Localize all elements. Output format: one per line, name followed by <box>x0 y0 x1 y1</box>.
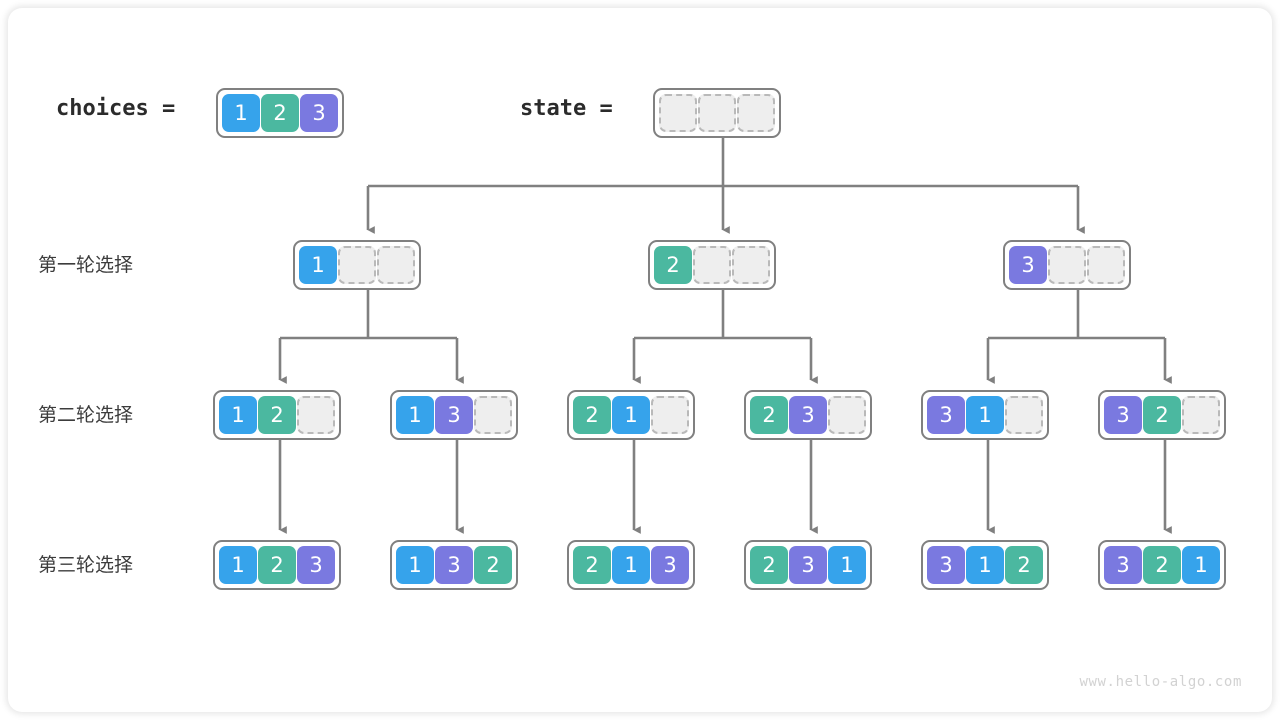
level1-node0-cell-0: 1 <box>299 246 337 284</box>
level3-node4-cell-1: 1 <box>966 546 1004 584</box>
level3-node2-cell-1: 1 <box>612 546 650 584</box>
level3-node4-cell-2: 2 <box>1005 546 1043 584</box>
level1-node1-cell-empty-2 <box>732 246 770 284</box>
level3-node0-cell-2: 3 <box>297 546 335 584</box>
level3-node5-cell-2: 1 <box>1182 546 1220 584</box>
level3-node3-cell-0: 2 <box>750 546 788 584</box>
node-level1-1: 2 <box>648 240 776 290</box>
level1-node2-cell-empty-1 <box>1048 246 1086 284</box>
level2-node0-cell-1: 2 <box>258 396 296 434</box>
level2-node0-cell-0: 1 <box>219 396 257 434</box>
watermark: www.hello-algo.com <box>1079 674 1242 690</box>
level3-node4-cell-0: 3 <box>927 546 965 584</box>
level2-node1-cell-0: 1 <box>396 396 434 434</box>
level2-node2-cell-1: 1 <box>612 396 650 434</box>
level2-node5-cell-empty-2 <box>1182 396 1220 434</box>
level2-node3-cell-0: 2 <box>750 396 788 434</box>
choices-cell-1: 2 <box>261 94 299 132</box>
level2-node4-cell-1: 1 <box>966 396 1004 434</box>
level3-node5-cell-0: 3 <box>1104 546 1142 584</box>
node-level1-2: 3 <box>1003 240 1131 290</box>
node-level1-0: 1 <box>293 240 421 290</box>
level2-node1-cell-1: 3 <box>435 396 473 434</box>
choices-label: choices = <box>56 96 176 121</box>
level3-node3-cell-2: 1 <box>828 546 866 584</box>
choices-cell-2: 3 <box>300 94 338 132</box>
level2-node5-cell-0: 3 <box>1104 396 1142 434</box>
level2-node2-cell-empty-2 <box>651 396 689 434</box>
level2-node3-cell-1: 3 <box>789 396 827 434</box>
level3-node2-cell-0: 2 <box>573 546 611 584</box>
level1-node1-cell-0: 2 <box>654 246 692 284</box>
level2-node5-cell-1: 2 <box>1143 396 1181 434</box>
level2-node4-cell-empty-2 <box>1005 396 1043 434</box>
state-cell-empty-1 <box>698 94 736 132</box>
row-label-level-2: 第二轮选择 <box>38 404 134 426</box>
level3-node1-cell-1: 3 <box>435 546 473 584</box>
state-cell-empty-0 <box>659 94 697 132</box>
tree-connectors <box>278 134 1172 534</box>
level2-node1-cell-empty-2 <box>474 396 512 434</box>
state-cell-empty-2 <box>737 94 775 132</box>
level1-node2-cell-empty-2 <box>1087 246 1125 284</box>
level2-node0-cell-empty-2 <box>297 396 335 434</box>
level2-node2-cell-0: 2 <box>573 396 611 434</box>
row-label-level-1: 第一轮选择 <box>38 254 134 276</box>
level3-node1-cell-2: 2 <box>474 546 512 584</box>
choices-cell-0: 1 <box>222 94 260 132</box>
state-label: state = <box>520 96 613 121</box>
level1-node0-cell-empty-2 <box>377 246 415 284</box>
level3-node2-cell-2: 3 <box>651 546 689 584</box>
level3-node1-cell-0: 1 <box>396 546 434 584</box>
row-label-level-3: 第三轮选择 <box>38 554 134 576</box>
level3-node0-cell-1: 2 <box>258 546 296 584</box>
level2-node3-cell-empty-2 <box>828 396 866 434</box>
level3-node5-cell-1: 2 <box>1143 546 1181 584</box>
level2-node4-cell-0: 3 <box>927 396 965 434</box>
level1-node0-cell-empty-1 <box>338 246 376 284</box>
state-array <box>653 88 781 138</box>
level3-node0-cell-0: 1 <box>219 546 257 584</box>
level3-node3-cell-1: 3 <box>789 546 827 584</box>
level1-node2-cell-0: 3 <box>1009 246 1047 284</box>
level1-node1-cell-empty-1 <box>693 246 731 284</box>
